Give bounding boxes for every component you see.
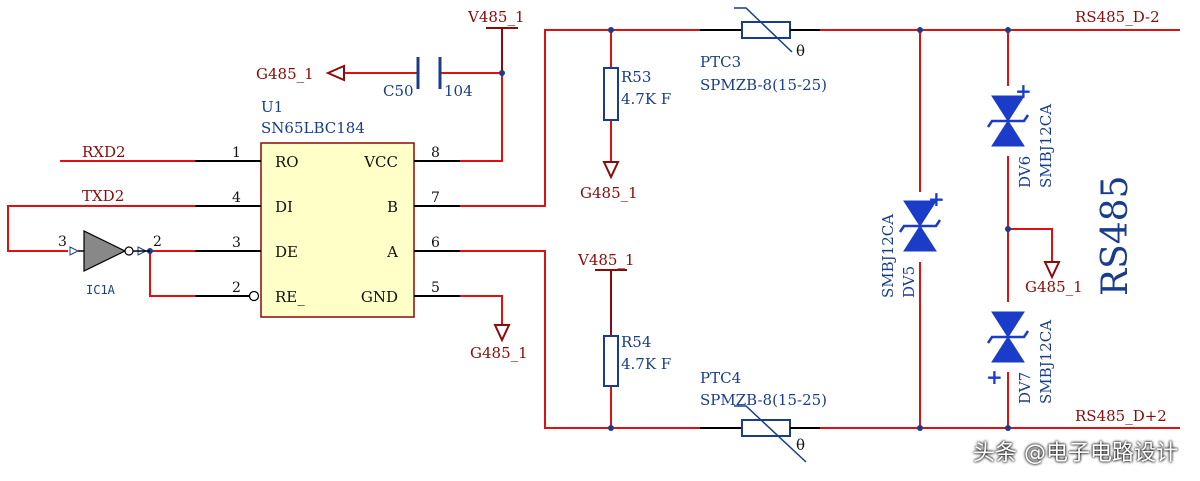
- dv7-value: SMBJ12CA: [1037, 320, 1055, 404]
- net-label-d-minus: RS485_D-2: [1075, 8, 1160, 26]
- net-label-txd: TXD2: [82, 187, 124, 205]
- u1-pin-num: 5: [431, 280, 440, 296]
- dv6-ref: DV6: [1016, 156, 1034, 188]
- u1-pin-name: DI: [275, 198, 293, 216]
- u1-pin-num: 8: [431, 145, 440, 161]
- u1-pin-num: 2: [232, 280, 241, 296]
- net-label-rxd: RXD2: [82, 143, 126, 161]
- net-label-v485-top: V485_1: [467, 8, 525, 26]
- u1-pin-name: VCC: [363, 153, 398, 171]
- u1-pin-name: B: [387, 198, 398, 216]
- c50-ref: C50: [383, 82, 414, 100]
- ground-arrow-left: [325, 64, 345, 82]
- wires: [7, 27, 1180, 429]
- dv5-plus: +: [928, 187, 945, 211]
- net-label-d-plus: RS485_D+2: [1075, 407, 1167, 425]
- net-label-g485-cap: G485_1: [256, 65, 314, 83]
- junctions: [147, 27, 1011, 431]
- ground-arrow-tvs: [1043, 261, 1061, 280]
- capacitor-c50[interactable]: C50 104: [383, 57, 473, 100]
- ground-arrow-r53: [602, 161, 620, 180]
- ptc3-value: SPMZB-8(15-25): [700, 76, 827, 94]
- watermark: 头条 @电子电路设计: [973, 441, 1178, 466]
- c50-value: 104: [444, 82, 473, 100]
- ptc4-theta: θ: [796, 436, 805, 454]
- ptc4-value: SPMZB-8(15-25): [700, 391, 827, 409]
- u1-pin-num: 7: [431, 190, 440, 206]
- dv5-value: SMBJ12CA: [879, 214, 897, 298]
- ptc3-theta: θ: [796, 42, 805, 60]
- u1-pin-num: 6: [431, 235, 440, 251]
- tvs-diode-dv6[interactable]: + DV6 SMBJ12CA: [986, 79, 1055, 188]
- dv6-value: SMBJ12CA: [1037, 104, 1055, 188]
- net-label-v485-mid: V485_1: [577, 251, 635, 269]
- ptc4-ref: PTC4: [700, 369, 741, 387]
- u1-pin-name: A: [386, 243, 398, 261]
- resistor-r53[interactable]: R53 4.7K F: [603, 67, 671, 121]
- u1-pin-name: DE: [275, 243, 298, 261]
- r53-value: 4.7K F: [621, 90, 671, 108]
- u1-pin-num: 3: [232, 235, 241, 251]
- dv5-ref: DV5: [900, 266, 918, 298]
- inverter-ic1a[interactable]: 3 2 IC1A: [58, 230, 162, 297]
- ic1a-ref: IC1A: [86, 283, 116, 297]
- ptc3-ref: PTC3: [700, 53, 741, 71]
- net-label-g485-u1: G485_1: [470, 344, 528, 362]
- ground-arrow-u1: [493, 324, 511, 343]
- u1-pin-num: 4: [232, 190, 241, 206]
- diagram-title: RS485: [1095, 176, 1136, 296]
- ptc-ptc3[interactable]: θ PTC3 SPMZB-8(15-25): [700, 7, 827, 94]
- dv6-plus: +: [1015, 79, 1032, 103]
- r54-value: 4.7K F: [621, 355, 671, 373]
- u1-chip[interactable]: U1 SN65LBC184 1 4 3 2 RO DI DE RE_ 8 7 6…: [195, 98, 460, 318]
- resistor-r54[interactable]: R54 4.7K F: [603, 333, 671, 387]
- u1-part: SN65LBC184: [261, 119, 365, 137]
- u1-pin-num: 1: [232, 145, 241, 161]
- r54-ref: R54: [621, 333, 651, 351]
- u1-pin-name: RO: [275, 153, 299, 171]
- u1-pin-name: GND: [361, 288, 398, 306]
- u1-pin-name: RE_: [275, 288, 305, 306]
- ic1a-pin-in: 3: [58, 234, 67, 250]
- net-label-g485-tvs: G485_1: [1025, 278, 1083, 296]
- r53-ref: R53: [621, 68, 651, 86]
- ptc-ptc4[interactable]: θ PTC4 SPMZB-8(15-25): [700, 369, 827, 463]
- tvs-diode-dv7[interactable]: + DV7 SMBJ12CA: [986, 311, 1055, 404]
- net-label-g485-r53: G485_1: [580, 184, 638, 202]
- tvs-diode-dv5[interactable]: + SMBJ12CA DV5: [879, 187, 945, 298]
- dv7-plus: +: [986, 365, 1003, 389]
- ic1a-pin-out: 2: [153, 234, 162, 250]
- dv7-ref: DV7: [1016, 372, 1034, 404]
- u1-ref: U1: [261, 98, 283, 116]
